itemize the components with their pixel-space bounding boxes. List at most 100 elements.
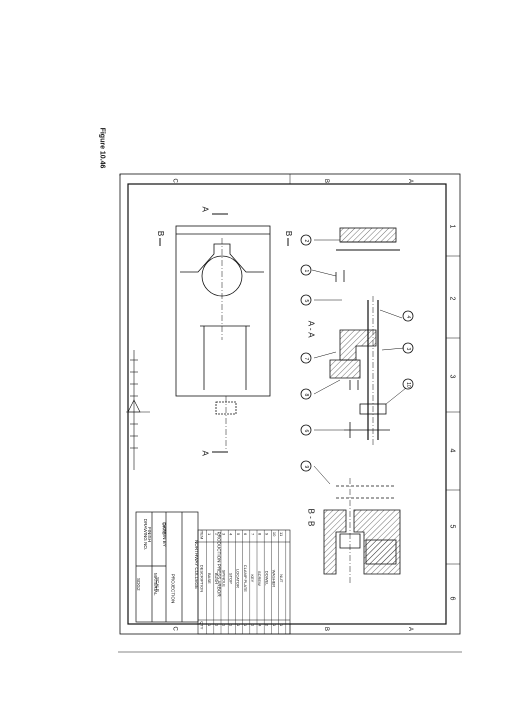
section-view-bb [323,478,401,584]
grid-letter: C [172,179,178,184]
balloon-number: 1 [303,270,309,273]
item-description: KEY [250,574,255,582]
balloon-number: 8 [303,394,309,397]
item-description: NUT [279,574,284,583]
plan-view [159,213,289,453]
item-description: BUSH [214,573,219,584]
section-label-b: B [284,231,293,236]
leader-line [313,465,331,485]
item-balloon [300,294,312,306]
item-quantity: 1 [207,624,212,627]
parts-list-header-cell: ITEM [200,530,205,540]
date-label: DATE [161,523,166,535]
item-quantity: 2 [265,624,270,627]
grid-letter: B [323,179,329,183]
item-description: SPINDLE [221,570,226,587]
leader-line [381,347,405,351]
college-name: NORTHWAY COLLEGE [194,540,199,589]
item-description: CLAMP PLATE [243,565,248,593]
item-number: 7 [250,533,255,536]
material-label: MATERIAL [153,573,158,596]
drawn-by-label: DRAWN BY [162,522,167,547]
leader-line [379,309,403,319]
grid-letter: A [407,179,413,183]
item-number: 4 [229,533,234,536]
section-view-aa [311,227,407,485]
grid-number: 4 [449,449,456,453]
grid-number: 1 [449,225,456,229]
item-description: SCREW [257,571,262,586]
finish-label: FINISH [147,527,152,542]
grid-letter: A [407,627,413,631]
leader-line [311,269,337,277]
section-label-a: A [201,207,210,213]
balloon-number: 10 [405,382,411,388]
parts-list-rows: ITEMDESCRIPTIONQTY1BASE12BUSH13SPINDLE14… [200,530,286,634]
scale-label: SCALE [155,577,160,592]
inner-frame [127,183,447,625]
grid-number: 5 [449,525,456,529]
drawing-no-label: DRAWING NO. [143,519,148,550]
item-description: WASHER [272,570,277,588]
item-quantity: 1 [221,624,226,627]
title-block [135,511,199,623]
balloon-number: 2 [303,240,309,243]
item-number: 10 [272,532,277,537]
balloon-number: 4 [405,316,411,319]
item-description: STOP [228,573,233,584]
item-quantity: 1 [272,624,277,627]
balloon-number: 6 [303,430,309,433]
item-balloon [300,424,312,436]
item-description: DOWEL [265,571,270,586]
hatched-locator [329,359,361,379]
drawing-title: PRODUCTION PRESS ARBOR [216,532,221,598]
item-balloons [300,234,414,472]
grid-letters: C B A C B A [172,179,414,632]
item-number: 6 [243,533,248,536]
balloon-number: 7 [303,358,309,361]
item-quantity: 1 [214,624,219,627]
hatched-bush [365,539,397,565]
item-number: 9 [265,533,270,536]
leader-line [313,351,337,359]
balloon-number: 9 [303,466,309,469]
hatched-base [323,509,347,575]
item-quantity: 1 [229,624,234,627]
view-label-bb: B - B [306,509,315,527]
parts-list [197,529,291,635]
parts-list-header-cell: DESCRIPTION [200,565,205,592]
grid-number: 3 [449,375,456,379]
section-labels: A A B B A - A B - B [156,207,315,527]
grid-number: 2 [449,297,456,301]
item-number: 1 [207,533,212,536]
grid-numbers: 1 2 3 4 5 6 [449,225,456,601]
projection-label: PROJECTION [170,574,175,604]
base-plate-outline [175,225,271,397]
balloon-number: 3 [405,348,411,351]
item-description: LOCATOR [236,569,241,588]
item-quantity: 1 [236,624,241,627]
view-label-aa: A - A [306,321,315,339]
parts-list-frame [197,529,291,635]
item-quantity: 1 [250,624,255,627]
item-balloon [300,264,312,276]
hatched-body [339,227,397,243]
leader-line [313,379,341,395]
item-number: 3 [221,533,226,536]
item-number: 8 [257,533,262,536]
item-balloon [300,234,312,246]
item-number: 11 [279,532,284,537]
item-balloon [402,378,414,390]
item-balloon [300,460,312,472]
section-label-b: B [156,231,165,236]
balloon-numbers: 2 1 5 4 3 7 8 10 6 9 [303,240,411,469]
hatched-clamp [339,329,377,361]
scale-ruler [126,350,150,470]
grid-letter: B [323,627,329,631]
grid-number: 6 [449,597,456,601]
item-quantity: 1 [243,624,248,627]
item-quantity: 1 [279,624,284,627]
clamp-outline [200,325,250,390]
section-label-a: A [201,451,210,457]
